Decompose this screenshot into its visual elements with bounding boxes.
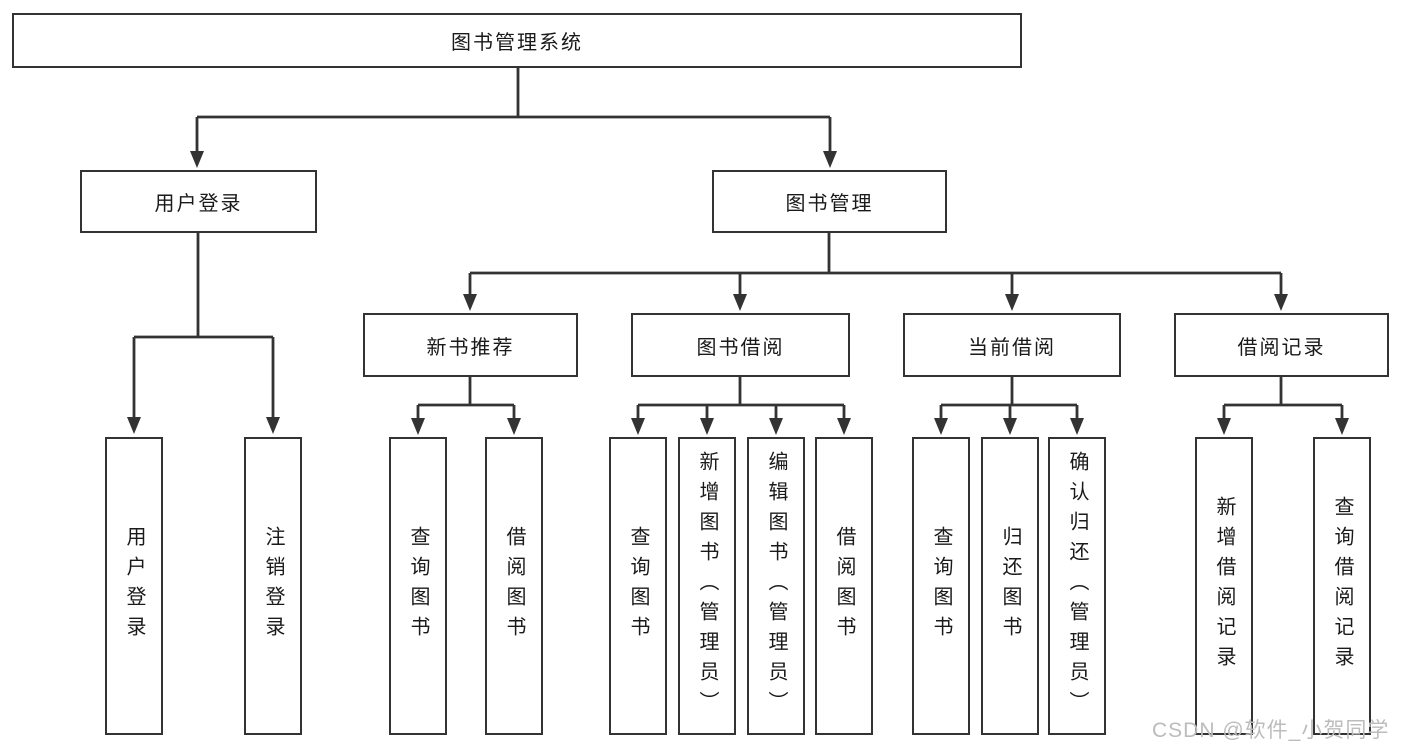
leaf-br-add-record-label: 新增借阅记录	[1213, 496, 1235, 676]
leaf-rec-borrow-book: 借阅图书	[485, 437, 543, 735]
node-borrowing-records: 借阅记录	[1174, 313, 1389, 377]
node-root-label: 图书管理系统	[451, 32, 583, 54]
leaf-br-query-record: 查询借阅记录	[1313, 437, 1371, 735]
leaf-user-login: 用户登录	[105, 437, 163, 735]
leaf-br-query-record-label: 查询借阅记录	[1331, 496, 1353, 676]
node-new-book-recommendation: 新书推荐	[363, 313, 578, 377]
leaf-bb-query-book-label: 查询图书	[627, 526, 649, 646]
node-current-borrowing: 当前借阅	[903, 313, 1121, 377]
leaf-cb-return-book: 归还图书	[981, 437, 1039, 735]
leaf-logout: 注销登录	[244, 437, 302, 735]
csdn-watermark: CSDN @软件_小贺同学	[1152, 719, 1390, 742]
leaf-bb-add-book-admin: 新增图书（管理员）	[678, 437, 736, 735]
node-book-management-label: 图书管理	[785, 193, 874, 215]
node-root: 图书管理系统	[12, 13, 1022, 68]
leaf-cb-confirm-return-admin: 确认归还（管理员）	[1048, 437, 1106, 735]
node-book-borrowing-label: 图书借阅	[696, 336, 785, 359]
leaf-bb-query-book: 查询图书	[609, 437, 667, 735]
leaf-rec-borrow-book-label: 借阅图书	[503, 526, 525, 646]
leaf-bb-edit-book-admin-label: 编辑图书（管理员）	[765, 451, 787, 721]
leaf-rec-query-book-label: 查询图书	[407, 526, 429, 646]
node-user-login-label: 用户登录	[154, 193, 243, 215]
leaf-bb-borrow-book: 借阅图书	[815, 437, 873, 735]
node-new-book-recommendation-label: 新书推荐	[426, 336, 515, 359]
leaf-logout-label: 注销登录	[262, 526, 284, 646]
leaf-bb-add-book-admin-label: 新增图书（管理员）	[696, 451, 718, 721]
leaf-cb-query-book: 查询图书	[912, 437, 970, 735]
node-book-management: 图书管理	[712, 170, 947, 233]
leaf-user-login-label: 用户登录	[123, 526, 145, 646]
leaf-cb-query-book-label: 查询图书	[930, 526, 952, 646]
leaf-bb-edit-book-admin: 编辑图书（管理员）	[747, 437, 805, 735]
node-user-login: 用户登录	[80, 170, 317, 233]
leaf-cb-return-book-label: 归还图书	[999, 526, 1021, 646]
node-book-borrowing: 图书借阅	[631, 313, 850, 377]
leaf-cb-confirm-return-admin-label: 确认归还（管理员）	[1066, 451, 1088, 721]
node-borrowing-records-label: 借阅记录	[1237, 336, 1326, 359]
leaf-bb-borrow-book-label: 借阅图书	[833, 526, 855, 646]
node-current-borrowing-label: 当前借阅	[968, 336, 1056, 359]
leaf-br-add-record: 新增借阅记录	[1195, 437, 1253, 735]
leaf-rec-query-book: 查询图书	[389, 437, 447, 735]
